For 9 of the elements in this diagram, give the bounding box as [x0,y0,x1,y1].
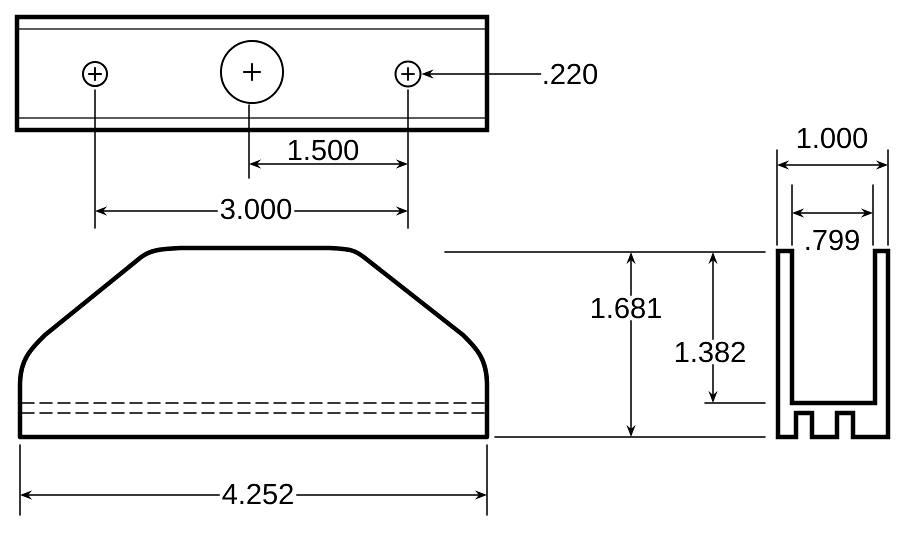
hole [394,60,422,88]
dimension-label: .799 [802,228,862,252]
dimension-label: .220 [544,64,598,84]
dimension-label: 1.000 [794,126,870,150]
dimension-label: 1.382 [672,340,748,364]
dimension-label: 1.500 [284,138,362,162]
dimension-label: 4.252 [220,482,296,506]
dimension-label: 3.000 [218,196,294,222]
dimension-label: 1.681 [588,296,664,320]
